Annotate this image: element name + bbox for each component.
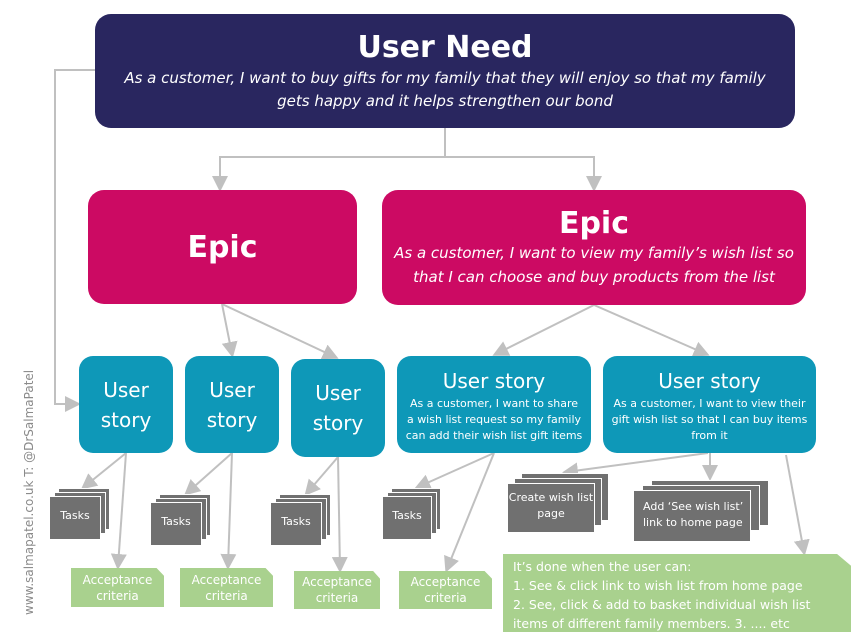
user-story-5: User story As a customer, I want to view …: [603, 356, 816, 453]
epic-title: Epic: [558, 206, 630, 241]
story-title: User story: [206, 377, 258, 432]
acceptance-criteria-1: Acceptance criteria: [71, 568, 164, 607]
story-title: User story: [658, 368, 761, 393]
story-title: User story: [442, 368, 546, 393]
done-item: 2. See, click & add to basket individual…: [513, 597, 811, 631]
task-label: Add ‘See wish list’ link to home page: [643, 500, 744, 529]
epic-box-1: Epic: [88, 190, 357, 304]
story-text: As a customer, I want to view their gift…: [611, 396, 808, 442]
task-label: Tasks: [281, 515, 311, 528]
acceptance-criteria-3: Acceptance criteria: [294, 571, 380, 609]
task-label: Tasks: [392, 509, 422, 522]
done-intro: It’s done when the user can:: [513, 559, 692, 574]
story-title: User story: [100, 377, 152, 432]
acceptance-criteria-2: Acceptance criteria: [180, 568, 273, 607]
task-label: Tasks: [161, 515, 191, 528]
user-story-3: User story: [291, 359, 385, 457]
user-need-title: User Need: [357, 29, 533, 65]
task-label: Tasks: [60, 509, 90, 522]
done-item: 1. See & click link to wish list from ho…: [513, 578, 803, 593]
story-text: As a customer, I want to share a wish li…: [405, 396, 583, 442]
acceptance-criteria-detailed: It’s done when the user can: 1. See & cl…: [503, 554, 851, 632]
user-story-2: User story: [185, 356, 279, 453]
watermark: www.salmapatel.co.uk T: @DrSalmaPatel: [22, 369, 36, 615]
user-story-1: User story: [79, 356, 173, 453]
user-story-4: User story As a customer, I want to share…: [397, 356, 591, 453]
user-need-text: As a customer, I want to buy gifts for m…: [124, 68, 766, 110]
user-need-box: User Need As a customer, I want to buy g…: [95, 14, 795, 128]
task-label: Create wish list page: [508, 491, 594, 520]
epic-box-2: Epic As a customer, I want to view my fa…: [382, 190, 806, 305]
acceptance-criteria-4: Acceptance criteria: [399, 571, 492, 609]
epic-title: Epic: [187, 229, 258, 265]
epic-text: As a customer, I want to view my family’…: [394, 244, 794, 286]
story-title: User story: [312, 381, 364, 435]
